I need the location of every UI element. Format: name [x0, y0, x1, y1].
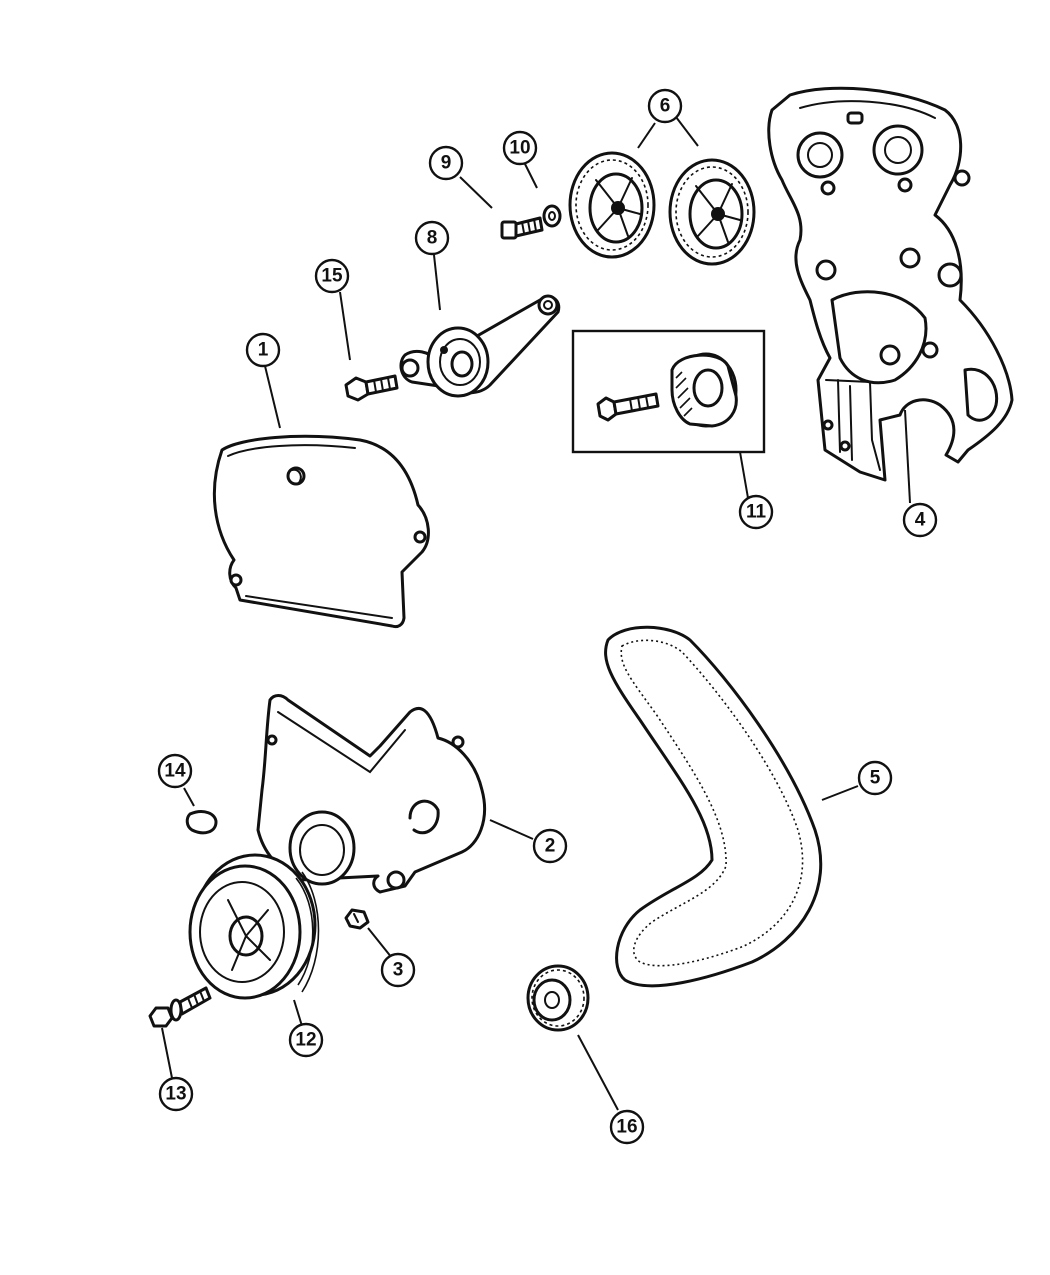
callout-13-label: 13	[165, 1084, 186, 1105]
callout-5: 5	[857, 760, 893, 796]
leader-14	[183, 787, 195, 807]
idler-pulley-inset	[571, 329, 766, 454]
callout-3: 3	[380, 952, 416, 988]
callout-12-label: 12	[295, 1030, 316, 1051]
leader-11	[739, 451, 749, 499]
leader-3	[367, 927, 393, 959]
leader-12	[293, 999, 303, 1027]
callout-5-label: 5	[870, 768, 881, 789]
leader-10	[524, 163, 538, 189]
callout-2-label: 2	[545, 836, 556, 857]
camshaft-sprocket-left	[568, 151, 656, 259]
crankshaft-damper-part	[188, 853, 320, 1000]
callout-2: 2	[532, 828, 568, 864]
leader-8	[433, 254, 441, 311]
leader-5	[821, 785, 859, 801]
callout-6: 6	[647, 88, 683, 124]
leader-9	[459, 176, 493, 209]
callout-3-label: 3	[393, 960, 404, 981]
callouts: 1 2 3 4 5 6 8 9	[157, 88, 938, 1145]
callout-1-label: 1	[258, 340, 269, 361]
leader-16	[577, 1034, 619, 1111]
sprocket-bolt-part	[500, 216, 544, 240]
callout-11: 11	[738, 494, 774, 530]
callout-10-label: 10	[509, 138, 530, 159]
callout-15: 15	[314, 258, 350, 294]
cover-bolt-part	[344, 908, 370, 930]
leader-6b	[675, 116, 699, 147]
callout-8: 8	[414, 220, 450, 256]
damper-bolt-part	[148, 986, 212, 1028]
callout-9: 9	[428, 145, 464, 181]
tensioner-bolt-part	[344, 374, 399, 402]
belt-tensioner-part	[399, 294, 561, 398]
callout-16-label: 16	[616, 1117, 637, 1138]
leader-4	[904, 409, 911, 504]
callout-13: 13	[158, 1076, 194, 1112]
leader-2	[489, 819, 534, 840]
lower-timing-cover-part	[256, 694, 487, 894]
callout-1: 1	[245, 332, 281, 368]
upper-timing-cover-part	[212, 434, 430, 629]
woodruff-key-part	[185, 810, 218, 835]
timing-belt-part	[604, 625, 823, 988]
crankshaft-sprocket-part	[526, 964, 590, 1032]
leader-13	[161, 1027, 173, 1079]
leader-lines	[161, 116, 911, 1111]
callout-14: 14	[157, 753, 193, 789]
leader-1	[264, 365, 281, 429]
callout-9-label: 9	[441, 153, 452, 174]
callout-14-label: 14	[164, 761, 186, 782]
rear-timing-cover-part	[767, 86, 1014, 482]
callout-4: 4	[902, 502, 938, 538]
callout-12: 12	[288, 1022, 324, 1058]
callout-8-label: 8	[427, 228, 438, 249]
callout-11-label: 11	[746, 502, 767, 523]
callout-4-label: 4	[915, 510, 926, 531]
leader-15	[339, 291, 351, 361]
callout-16: 16	[609, 1109, 645, 1145]
leader-6a	[637, 122, 656, 149]
callout-15-label: 15	[321, 266, 343, 287]
callout-6-label: 6	[660, 96, 671, 117]
callout-10: 10	[502, 130, 538, 166]
sprocket-washer-part	[542, 204, 562, 228]
camshaft-sprocket-right	[668, 158, 756, 266]
